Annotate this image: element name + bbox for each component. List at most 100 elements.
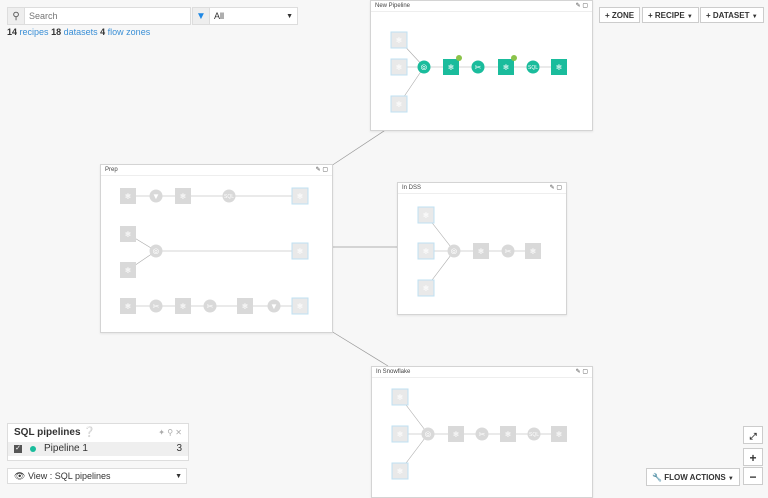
- dataset-node[interactable]: ❄: [291, 187, 309, 205]
- dataset-node[interactable]: ❄: [391, 462, 409, 480]
- sql-recipe-node[interactable]: SQL: [222, 189, 236, 203]
- zone-tools[interactable]: ✎ ▢: [549, 185, 562, 191]
- clean-recipe-icon: ✂: [207, 302, 214, 311]
- filter-dropdown[interactable]: ▼ All ▼: [192, 7, 298, 25]
- dataset-node[interactable]: ❄: [175, 298, 191, 314]
- search-box[interactable]: ⚲: [7, 7, 191, 25]
- join-recipe-icon: ⦾: [451, 247, 458, 256]
- join-recipe-icon: ⦾: [421, 63, 428, 72]
- snowflake-icon: ❄: [242, 302, 249, 311]
- zone-title: In Snowflake: [376, 369, 411, 375]
- chevron-down-icon: ▼: [727, 476, 734, 482]
- flow-actions-button[interactable]: 🔧 FLOW ACTIONS ▼: [646, 468, 740, 486]
- sql-pipelines-panel: SQL pipelines ❔ ✦ ⚲ ✕ ✓ Pipeline 1 3: [7, 423, 189, 461]
- dataset-node[interactable]: ❄: [443, 59, 459, 75]
- clean-recipe-node[interactable]: ✂: [501, 244, 515, 258]
- dataset-node[interactable]: ❄: [498, 59, 514, 75]
- dataset-node[interactable]: ❄: [417, 242, 435, 260]
- dataset-node[interactable]: ❄: [391, 388, 409, 406]
- filter-recipe-node[interactable]: ▼: [149, 189, 163, 203]
- clean-recipe-icon: ✂: [475, 63, 482, 72]
- chevron-down-icon: ▼: [686, 14, 693, 20]
- zone-tools[interactable]: ✎ ▢: [575, 3, 588, 9]
- dataset-node[interactable]: ❄: [500, 426, 516, 442]
- snowflake-icon: ❄: [297, 192, 304, 201]
- dataset-node[interactable]: ❄: [291, 297, 309, 315]
- snowflake-icon: ❄: [125, 192, 132, 201]
- snowflake-icon: ❄: [180, 302, 187, 311]
- pointer-icon[interactable]: ✦: [158, 428, 165, 437]
- zoom-in-button[interactable]: +: [743, 448, 763, 466]
- dataset-node[interactable]: ❄: [120, 226, 136, 242]
- dataset-node[interactable]: ❄: [417, 206, 435, 224]
- snowflake-icon: ❄: [397, 467, 404, 476]
- datasets-link[interactable]: datasets: [63, 27, 98, 37]
- checkbox[interactable]: ✓: [14, 445, 22, 453]
- dataset-node[interactable]: ❄: [390, 58, 408, 76]
- snowflake-icon: ❄: [448, 63, 455, 72]
- sql-recipe-node[interactable]: SQL: [527, 427, 541, 441]
- dataset-node[interactable]: ❄: [473, 243, 489, 259]
- dataset-node[interactable]: ❄: [390, 95, 408, 113]
- comment-badge-icon[interactable]: [456, 55, 462, 61]
- recipes-link[interactable]: recipes: [19, 27, 49, 37]
- clean-recipe-node[interactable]: ✂: [471, 60, 485, 74]
- join-recipe-node[interactable]: ⦾: [417, 60, 431, 74]
- clean-recipe-node[interactable]: ✂: [149, 299, 163, 313]
- chevron-down-icon: ▼: [175, 472, 182, 480]
- sql-recipe-node[interactable]: SQL: [526, 60, 540, 74]
- sql-recipe-icon: SQL: [529, 432, 539, 438]
- zone-tools[interactable]: ✎ ▢: [315, 167, 328, 173]
- add-recipe-button[interactable]: + RECIPE ▼: [642, 7, 699, 23]
- sql-recipe-icon: SQL: [224, 194, 234, 200]
- snowflake-icon: ❄: [396, 100, 403, 109]
- dataset-node[interactable]: ❄: [551, 426, 567, 442]
- close-icon[interactable]: ✕: [175, 428, 182, 437]
- snowflake-icon: ❄: [423, 211, 430, 220]
- dataset-node[interactable]: ❄: [525, 243, 541, 259]
- dataset-node[interactable]: ❄: [391, 425, 409, 443]
- dataset-node[interactable]: ❄: [291, 242, 309, 260]
- zone-tools[interactable]: ✎ ▢: [575, 369, 588, 375]
- dataset-node[interactable]: ❄: [120, 262, 136, 278]
- add-zone-button[interactable]: + ZONE: [599, 7, 641, 23]
- join-recipe-node[interactable]: ⦾: [447, 244, 461, 258]
- join-recipe-node[interactable]: ⦾: [421, 427, 435, 441]
- search-input[interactable]: [25, 10, 181, 22]
- snowflake-icon: ❄: [530, 247, 537, 256]
- join-recipe-node[interactable]: ⦾: [149, 244, 163, 258]
- clean-recipe-node[interactable]: ✂: [475, 427, 489, 441]
- dataset-node[interactable]: ❄: [120, 298, 136, 314]
- panel-title: SQL pipelines: [14, 427, 81, 438]
- dataset-node[interactable]: ❄: [551, 59, 567, 75]
- comment-badge-icon[interactable]: [511, 55, 517, 61]
- add-dataset-button[interactable]: + DATASET ▼: [700, 7, 764, 23]
- clean-recipe-node[interactable]: ✂: [203, 299, 217, 313]
- chevron-down-icon: ▼: [286, 12, 293, 20]
- filter-value: All: [214, 11, 225, 21]
- view-selector[interactable]: 👁 View : SQL pipelines▼: [7, 468, 187, 484]
- filter-recipe-icon: ▼: [152, 192, 160, 201]
- pipeline-item[interactable]: ✓ Pipeline 1 3: [8, 442, 188, 456]
- filter-recipe-node[interactable]: ▼: [267, 299, 281, 313]
- dataset-node[interactable]: ❄: [237, 298, 253, 314]
- zones-link[interactable]: flow zones: [107, 27, 151, 37]
- zoom-out-button[interactable]: −: [743, 467, 763, 485]
- zone-link: [330, 330, 389, 367]
- fit-to-screen-button[interactable]: ⤢: [743, 426, 763, 444]
- chevron-down-icon: ▼: [751, 14, 758, 20]
- dataset-node[interactable]: ❄: [448, 426, 464, 442]
- dataset-node[interactable]: ❄: [175, 188, 191, 204]
- dataset-node[interactable]: ❄: [390, 31, 408, 49]
- flow-actions-label: FLOW ACTIONS: [664, 473, 726, 482]
- help-icon[interactable]: ❔: [83, 427, 96, 438]
- dataset-node[interactable]: ❄: [417, 279, 435, 297]
- snowflake-icon: ❄: [125, 230, 132, 239]
- dataset-node[interactable]: ❄: [120, 188, 136, 204]
- clean-recipe-icon: ✂: [479, 430, 486, 439]
- snowflake-icon: ❄: [297, 302, 304, 311]
- snowflake-icon: ❄: [556, 63, 563, 72]
- search-icon[interactable]: ⚲: [167, 428, 174, 437]
- recipe-label: + RECIPE: [648, 11, 685, 20]
